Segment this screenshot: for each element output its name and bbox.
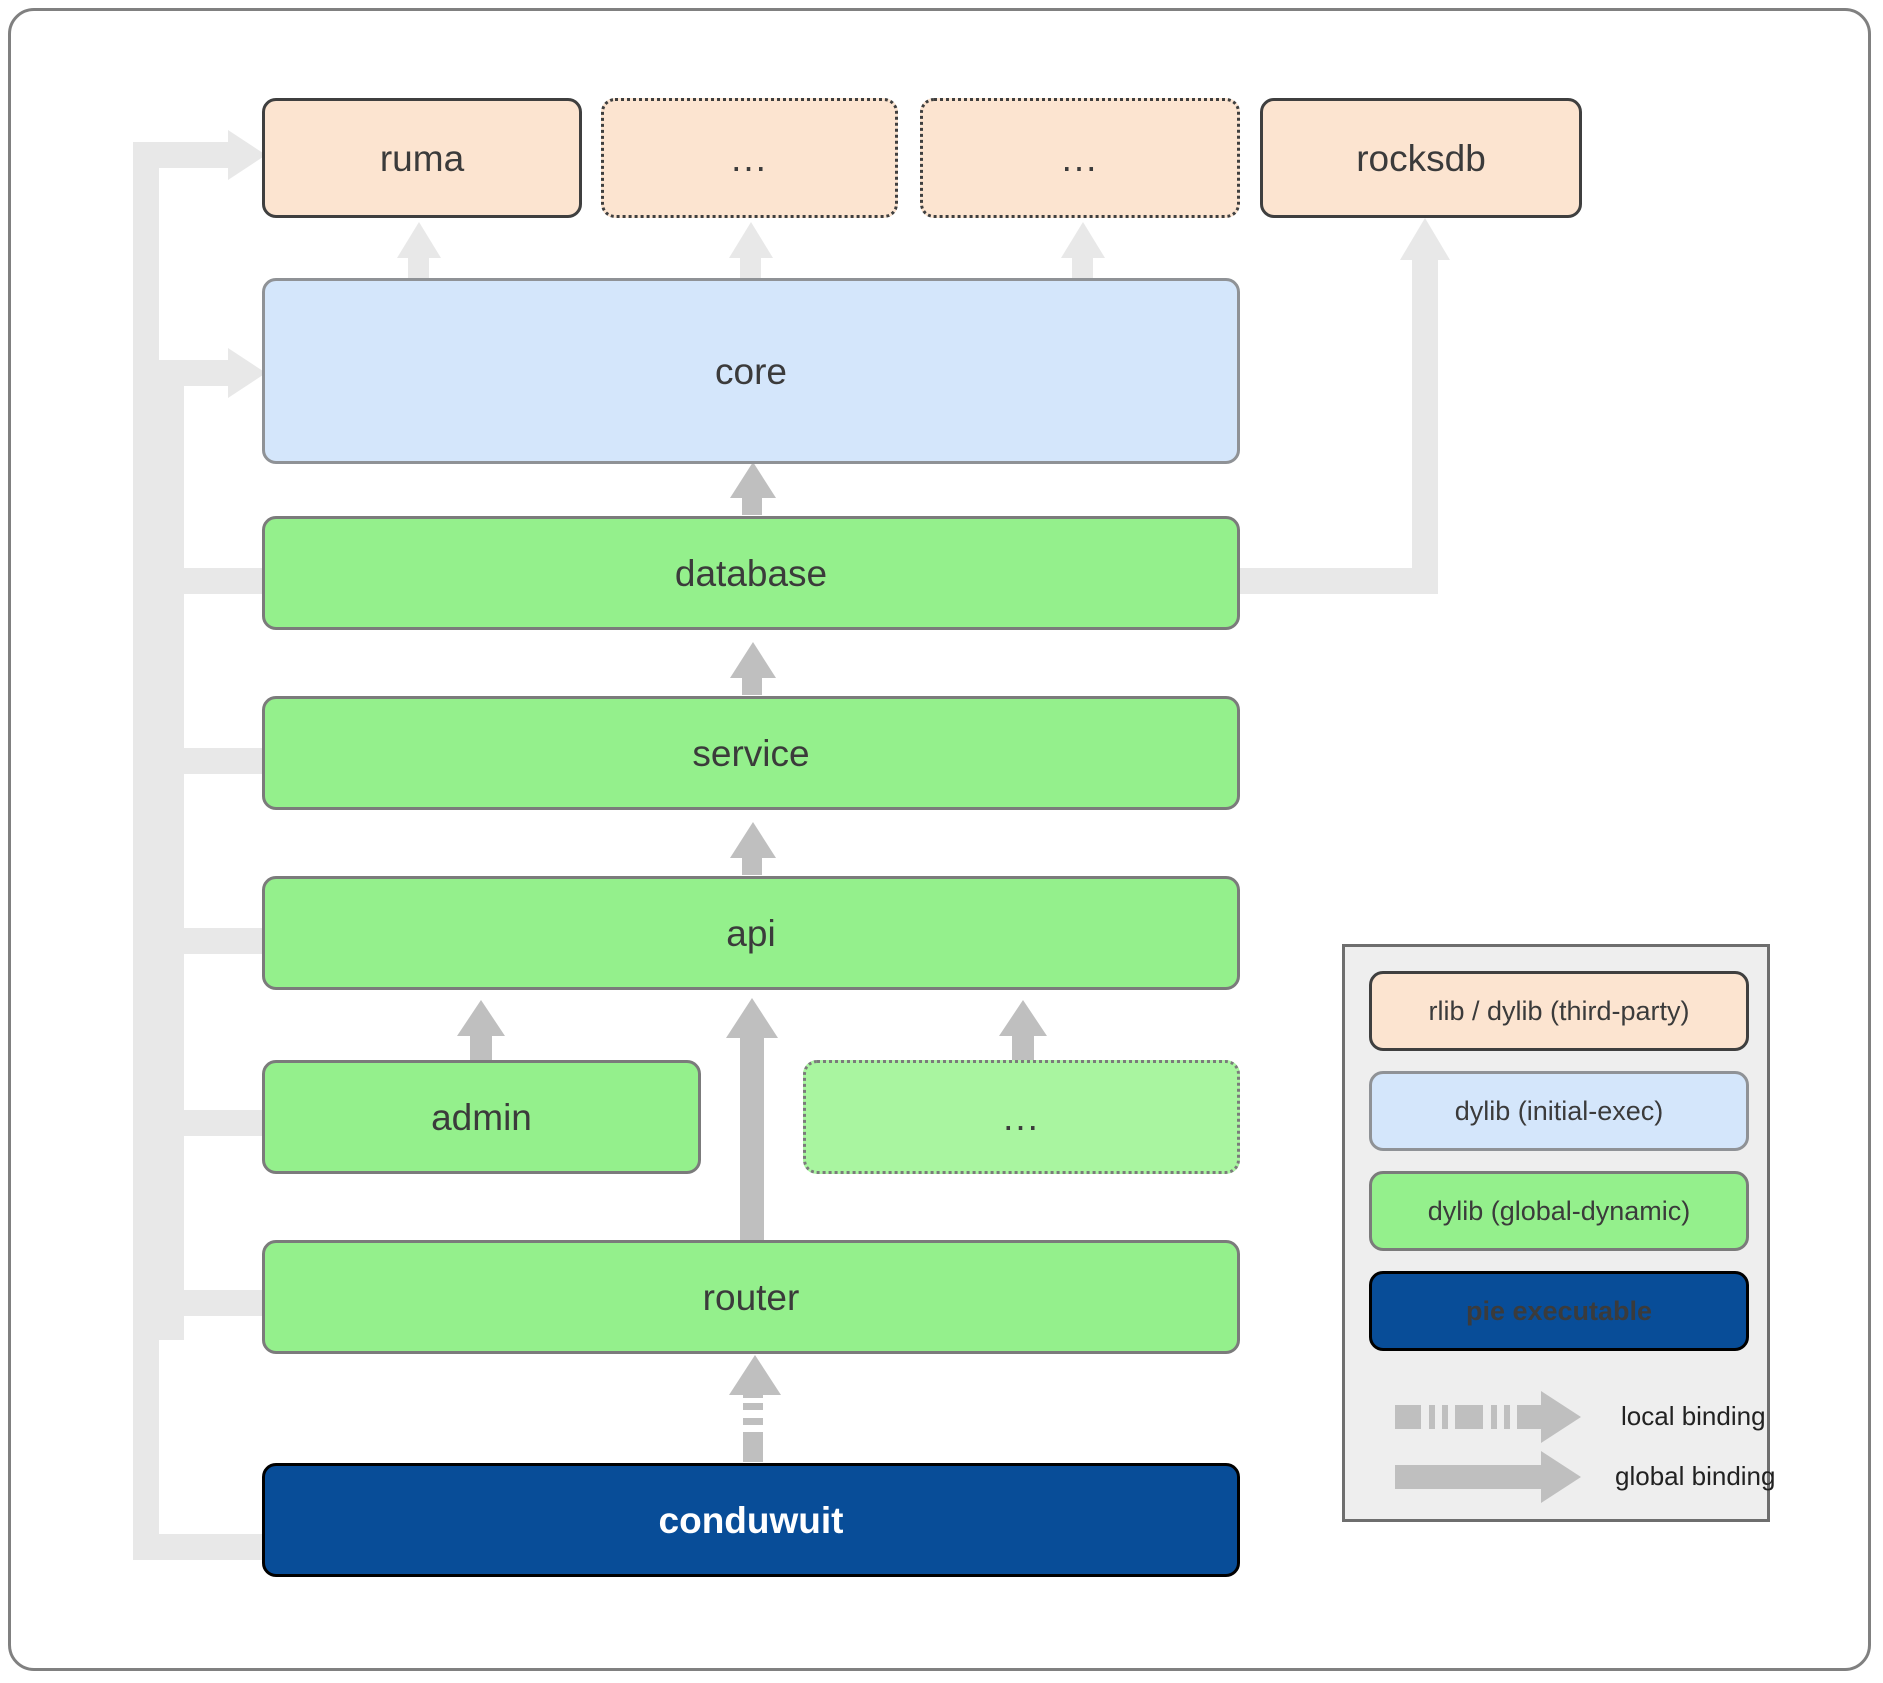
node-api-label: api — [726, 912, 776, 954]
edge-core-ellipsis2-arrowhead — [1061, 222, 1105, 258]
legend-local-binding-row: local binding — [1369, 1387, 1766, 1447]
node-database-label: database — [674, 552, 828, 594]
edge-database-rocksdb-vertical — [1412, 255, 1438, 594]
node-ellipsis-2-label: ... — [1061, 137, 1099, 179]
node-admin[interactable]: admin — [262, 1060, 701, 1174]
local-binding-dash-3 — [1442, 1405, 1448, 1429]
edge-database-core-arrowhead — [730, 462, 776, 498]
edge-stub-router — [158, 1290, 268, 1316]
legend-global-binding-label: global binding — [1615, 1461, 1776, 1491]
node-core[interactable]: core — [262, 278, 1240, 464]
global-binding-shaft — [1395, 1465, 1543, 1489]
legend-panel: rlib / dylib (third-party) dylib (initia… — [1342, 944, 1775, 1522]
legend-item-third-party: rlib / dylib (third-party) — [1369, 971, 1749, 1051]
edge-stub-api — [158, 928, 268, 954]
edge-conduwuit-ruma-arrowhead — [228, 130, 266, 180]
node-ruma-label: ruma — [379, 137, 465, 179]
node-ellipsis-2[interactable]: ... — [920, 98, 1240, 218]
edge-api-service-arrowhead — [730, 822, 776, 858]
edge-stub-admin — [158, 1110, 268, 1136]
node-ellipsis-3[interactable]: ... — [803, 1060, 1240, 1174]
node-ellipsis-1-label: ... — [731, 137, 768, 179]
edge-conduwuit-ruma-bottom — [133, 1534, 268, 1560]
local-binding-dash-5 — [1491, 1405, 1497, 1429]
edge-conduwuit-router-arrowhead — [729, 1355, 781, 1395]
edge-database-rocksdb-horizontal — [1238, 568, 1438, 594]
local-binding-dash-4 — [1455, 1405, 1483, 1429]
edge-conduwuit-router-dash-3 — [743, 1403, 763, 1410]
edge-conduwuit-router-dash-1 — [743, 1432, 763, 1462]
node-ruma[interactable]: ruma — [262, 98, 582, 218]
edge-admin-api-arrowhead — [457, 1000, 505, 1036]
local-binding-arrowhead — [1541, 1391, 1581, 1443]
edge-stub-database — [158, 568, 268, 594]
edge-router-api-arrowhead — [726, 998, 778, 1038]
edge-core-arrowhead — [228, 348, 266, 398]
edge-admin-api-shaft — [470, 1025, 492, 1070]
edge-core-ellipsis1-arrowhead — [729, 222, 773, 258]
edge-conduwuit-ruma-vertical — [133, 155, 159, 1560]
node-router-label: router — [702, 1276, 800, 1318]
node-service-label: service — [692, 732, 810, 774]
edge-conduwuit-ruma-top — [133, 142, 233, 168]
edge-database-rocksdb-arrowhead — [1400, 218, 1450, 260]
node-rocksdb[interactable]: rocksdb — [1260, 98, 1582, 218]
node-ellipsis-3-label: ... — [1003, 1096, 1040, 1138]
local-binding-dash-6 — [1504, 1405, 1510, 1429]
node-rocksdb-label: rocksdb — [1356, 137, 1486, 179]
node-service[interactable]: service — [262, 696, 1240, 810]
node-ellipsis-1[interactable]: ... — [601, 98, 898, 218]
global-binding-arrowhead — [1541, 1451, 1581, 1503]
edge-core-ruma-arrowhead — [397, 222, 441, 258]
node-conduwuit[interactable]: conduwuit — [262, 1463, 1240, 1577]
legend-item-initial-exec: dylib (initial-exec) — [1369, 1071, 1749, 1151]
legend-item-third-party-label: rlib / dylib (third-party) — [1428, 995, 1690, 1026]
node-admin-label: admin — [431, 1096, 532, 1138]
node-router[interactable]: router — [262, 1240, 1240, 1354]
local-binding-dash-2 — [1429, 1405, 1435, 1429]
node-conduwuit-label: conduwuit — [658, 1499, 844, 1541]
node-api[interactable]: api — [262, 876, 1240, 990]
legend-item-initial-exec-label: dylib (initial-exec) — [1454, 1095, 1664, 1126]
edge-ellipsis3-api-arrowhead — [999, 1000, 1047, 1036]
edge-lower-crates-core-top — [158, 360, 233, 386]
edge-lower-crates-core-vertical — [158, 360, 184, 1340]
edge-stub-service — [158, 748, 268, 774]
edge-conduwuit-router-dash-2 — [743, 1418, 763, 1425]
legend-local-binding-label: local binding — [1621, 1401, 1766, 1431]
legend-item-pie-executable: pie executable — [1369, 1271, 1749, 1351]
legend-item-global-dynamic: dylib (global-dynamic) — [1369, 1171, 1749, 1251]
local-binding-dash-7 — [1517, 1405, 1543, 1429]
edge-router-api-shaft — [740, 1030, 764, 1240]
legend-global-binding-row: global binding — [1369, 1447, 1775, 1507]
node-core-label: core — [715, 350, 787, 392]
local-binding-dash-1 — [1395, 1405, 1421, 1429]
legend-item-global-dynamic-label: dylib (global-dynamic) — [1427, 1195, 1691, 1226]
edge-service-database-arrowhead — [730, 642, 776, 678]
legend-item-pie-executable-label: pie executable — [1465, 1295, 1653, 1326]
edge-ellipsis3-api-shaft — [1012, 1025, 1034, 1070]
node-database[interactable]: database — [262, 516, 1240, 630]
